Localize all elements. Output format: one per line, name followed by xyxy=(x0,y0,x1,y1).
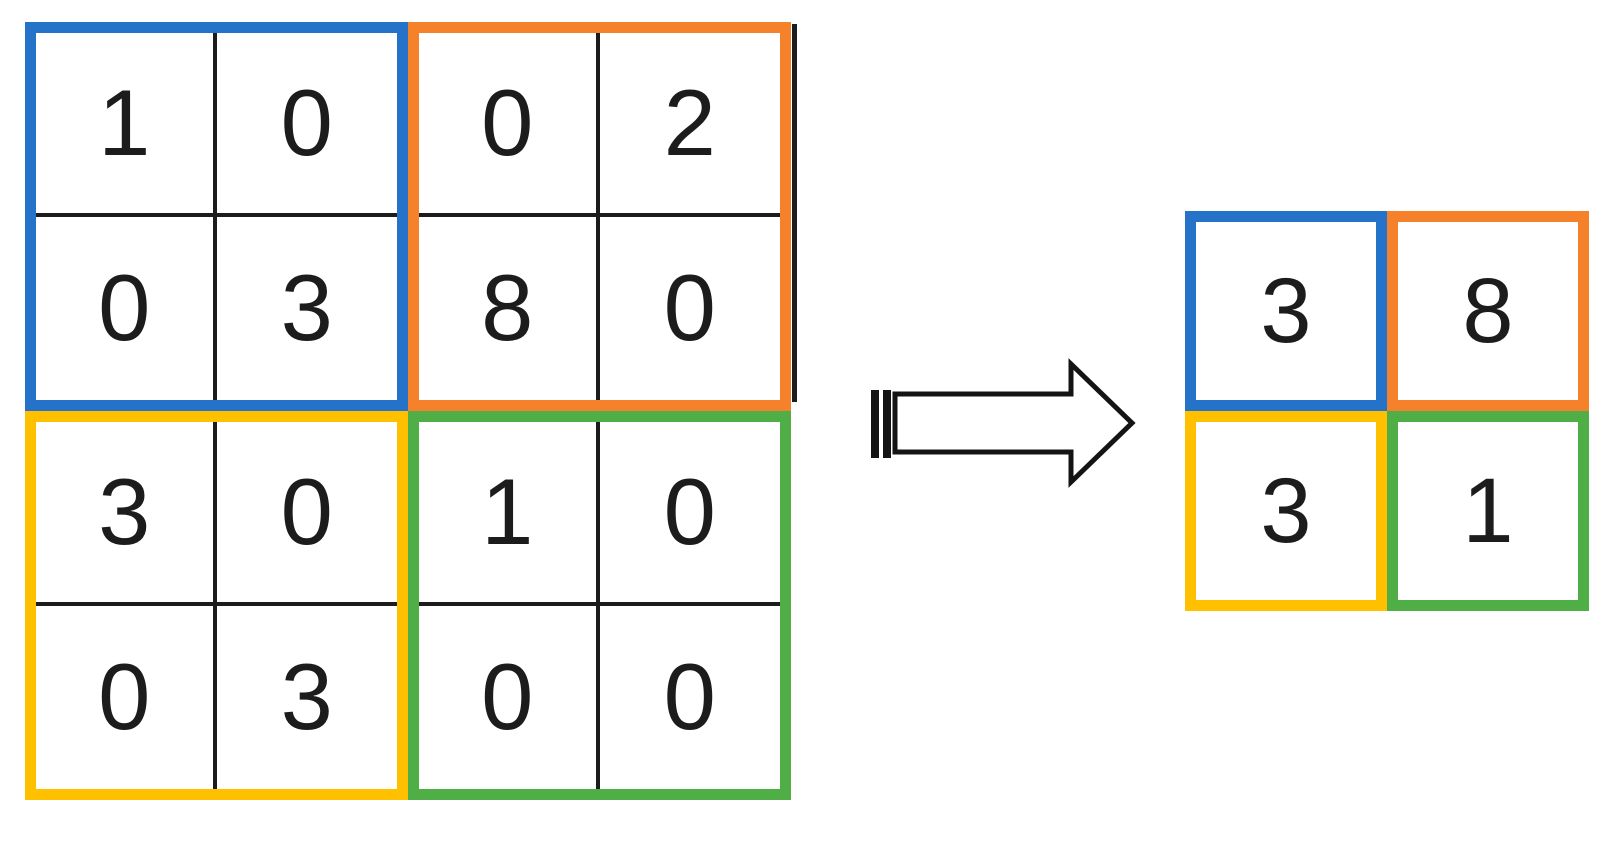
grid-cell: 3 xyxy=(280,644,333,750)
grid-cell: 0 xyxy=(599,422,780,606)
grid-cell: 0 xyxy=(419,33,600,217)
grid-cell: 1 xyxy=(419,422,600,606)
grid-cell: 0 xyxy=(663,644,716,750)
output-grid: 3 8 3 1 xyxy=(1185,211,1589,611)
quadrant-bottom-left: 3 0 0 3 xyxy=(25,411,408,800)
quadrant-top-right: 0 2 8 0 xyxy=(408,22,791,411)
grid-cell: 1 xyxy=(36,33,217,217)
right-arrow-icon xyxy=(866,352,1138,494)
grid-cell: 0 xyxy=(36,605,217,789)
grid-cell: 3 xyxy=(280,255,333,361)
grid-cell: 0 xyxy=(663,255,716,361)
output-cell-bottom-right: 1 xyxy=(1387,411,1589,611)
grid-cell: 2 xyxy=(599,33,780,217)
quadrant-bottom-right: 1 0 0 0 xyxy=(408,411,791,800)
quadrant-top-left: 1 0 0 3 xyxy=(25,22,408,411)
output-cell-bottom-left: 3 xyxy=(1185,411,1387,611)
grid-cell: 0 xyxy=(419,605,600,789)
output-cell-top-right: 8 xyxy=(1387,211,1589,411)
grid-cell: 0 xyxy=(216,422,397,606)
grid-cell: 0 xyxy=(36,216,217,400)
grid-cell: 0 xyxy=(216,33,397,217)
grid-cell: 8 xyxy=(419,216,600,400)
output-cell-top-left: 3 xyxy=(1185,211,1387,411)
grid-cell: 3 xyxy=(36,422,217,606)
input-grid: 1 0 0 3 0 2 8 0 3 0 0 3 1 0 0 0 xyxy=(25,22,791,800)
grid-outer-edge-line xyxy=(792,24,797,402)
